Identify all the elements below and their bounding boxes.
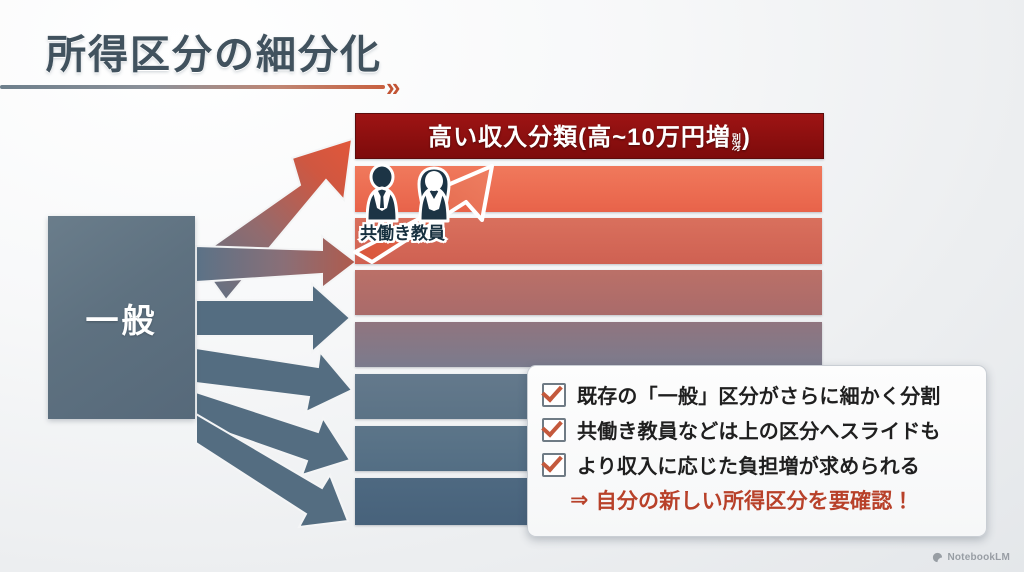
dual-income-teachers-badge: 共働き教員: [358, 163, 478, 255]
page-title: 所得区分の細分化: [46, 33, 382, 77]
person-suit-shirt: [373, 189, 391, 211]
callout-item-2: 共働き教員などは上の区分へスライドも: [542, 412, 972, 447]
bar-high-income: 高い収入分類(高~10万円増 別 冴 ): [355, 113, 824, 159]
arrow-to-tier-7: [195, 390, 352, 477]
title-block: 所得区分の細分化 »: [0, 22, 460, 100]
bar-high-income-label: 高い収入分類(高~10万円増 別 冴 ): [428, 117, 751, 156]
callout-item-1: 既存の「一般」区分がさらに細かく分割: [542, 377, 972, 412]
checkbox-checked-icon: [542, 382, 566, 407]
dual-income-teachers-icons: [366, 163, 451, 223]
arrow-to-tier-8: [195, 412, 350, 529]
bar-tier-5: [355, 322, 822, 367]
arrow-upward-to-top-tier: [194, 137, 354, 302]
general-category-label: 一般: [85, 301, 158, 339]
callout-item-2-text: 共働き教員などは上の区分へスライドも: [577, 421, 941, 443]
title-underline-rule: [0, 85, 385, 89]
callout-conclusion-text: 自分の新しい所得区分を要確認！: [595, 490, 914, 513]
notebooklm-logo-icon: [933, 552, 943, 563]
bar-tier-4: [355, 270, 822, 315]
person-female-face: [425, 171, 443, 211]
arrow-to-tier-6: [195, 346, 354, 414]
callout-item-3: より収入に応じた負担増が求められる: [542, 447, 972, 482]
bar-high-income-ruby: 別 冴: [731, 132, 741, 152]
callout-item-1-text: 既存の「一般」区分がさらに細かく分割: [577, 386, 941, 408]
callout-item-3-text: より収入に応じた負担増が求められる: [577, 456, 920, 478]
dual-income-teachers-label: 共働き教員: [358, 222, 447, 245]
bar-high-income-text-after: ): [741, 123, 751, 151]
arrow-to-tier-5: [195, 281, 352, 355]
checkbox-checked-icon: [542, 417, 566, 442]
double-arrow-right-icon: ⇒: [570, 487, 589, 512]
callout-conclusion: ⇒ 自分の新しい所得区分を要確認！: [542, 482, 972, 518]
arrow-to-tier-4: [195, 233, 358, 291]
ruby-top-char: 別: [731, 132, 741, 143]
general-category-box: 一般: [48, 216, 195, 419]
summary-callout-box: 既存の「一般」区分がさらに細かく分割 共働き教員などは上の区分へスライドも より…: [527, 365, 987, 537]
watermark: NotebookLM: [932, 552, 1010, 563]
ruby-bottom-char: 冴: [731, 141, 741, 152]
checkbox-checked-icon: [542, 452, 566, 477]
chevron-right-double-icon: »: [386, 72, 401, 102]
bar-high-income-text-before: 高い収入分類(高~10万円増: [428, 123, 731, 151]
watermark-label: NotebookLM: [947, 552, 1010, 563]
